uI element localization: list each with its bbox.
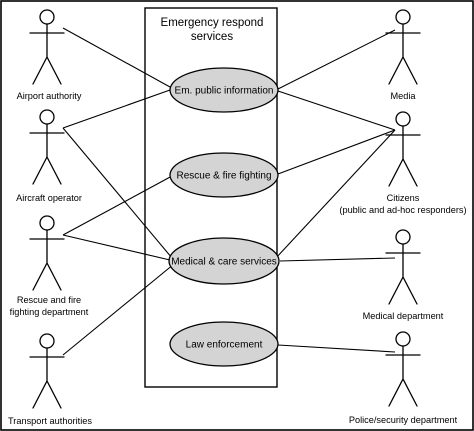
use-case-shape[interactable] xyxy=(168,237,280,285)
actor-body-icon xyxy=(29,123,65,185)
assoc-aircraft-publicinfo xyxy=(62,89,171,129)
actor-label-line1: Citizens xyxy=(387,193,420,203)
use-case-rescue-fire-fighting[interactable]: Rescue & fire fighting xyxy=(169,152,279,198)
actor-citizens[interactable]: Citizens (public and ad-hoc responders) xyxy=(339,111,467,215)
actor-body-icon xyxy=(29,229,65,291)
actor-body-icon xyxy=(385,243,421,305)
actor-aircraft-operator[interactable]: Aircraft operator xyxy=(16,109,82,203)
actor-label: Transport authorities xyxy=(8,416,92,426)
assoc-citizens-medical xyxy=(274,129,396,260)
actor-body-icon xyxy=(29,347,65,409)
actor-head-icon xyxy=(395,331,411,347)
actor-transport-authorities[interactable]: Transport authorities xyxy=(8,333,92,426)
use-case-label: Law enforcement xyxy=(186,340,263,351)
assoc-rescuedept-medical xyxy=(62,234,171,261)
use-case-law-enforcement[interactable]: Law enforcement xyxy=(169,321,279,367)
actor-rescue-fire-department[interactable]: Rescue and fire fighting department xyxy=(10,215,89,317)
actor-label-line2: fighting department xyxy=(10,307,89,317)
assoc-transport-medical xyxy=(62,263,175,356)
assoc-police-law xyxy=(277,344,396,353)
system-title-line1: Emergency respond xyxy=(161,17,264,29)
actor-body-icon xyxy=(385,125,421,187)
assoc-airport-publicinfo xyxy=(62,27,171,88)
actor-police-security-department[interactable]: Police/security department xyxy=(349,331,458,425)
use-case-shape[interactable] xyxy=(169,321,279,367)
actor-head-icon xyxy=(39,109,55,125)
actor-medical-department[interactable]: Medical department xyxy=(363,229,444,321)
actor-body-icon xyxy=(29,23,65,85)
use-case-label: Rescue & fire fighting xyxy=(176,171,271,182)
actor-media[interactable]: Media xyxy=(385,9,421,101)
actor-body-icon xyxy=(385,23,421,85)
use-case-label: Em. public information xyxy=(175,86,274,97)
actor-label: Aircraft operator xyxy=(16,193,82,203)
use-case-label: Medical & care services xyxy=(171,257,277,268)
actor-body-icon xyxy=(385,345,421,407)
actor-label: Airport authority xyxy=(17,91,82,101)
actor-head-icon xyxy=(395,111,411,127)
system-title-line2: services xyxy=(191,31,233,43)
assoc-citizens-publicinfo xyxy=(277,90,396,131)
use-case-shape[interactable] xyxy=(169,67,279,113)
actor-airport-authority[interactable]: Airport authority xyxy=(17,9,82,101)
actor-head-icon xyxy=(39,215,55,231)
assoc-media-publicinfo xyxy=(277,29,396,90)
actor-label: Media xyxy=(390,91,416,101)
assoc-medicaldept-medical xyxy=(279,257,396,262)
actor-head-icon xyxy=(395,229,411,245)
actor-head-icon xyxy=(39,333,55,349)
associations xyxy=(62,27,396,356)
use-case-shape[interactable] xyxy=(169,152,279,198)
actor-head-icon xyxy=(39,9,55,25)
actor-label-line1: Rescue and fire xyxy=(17,295,81,305)
actor-label-line2: (public and ad-hoc responders) xyxy=(339,205,466,215)
use-case-public-information[interactable]: Em. public information xyxy=(169,67,279,113)
assoc-citizens-rescue xyxy=(277,129,396,175)
actor-label: Police/security department xyxy=(349,415,458,425)
actor-head-icon xyxy=(395,9,411,25)
actor-label: Medical department xyxy=(363,311,444,321)
use-case-medical-care[interactable]: Medical & care services xyxy=(168,237,280,285)
system-boundary xyxy=(144,7,278,388)
assoc-rescuedept-rescue xyxy=(62,175,173,236)
assoc-aircraft-medical xyxy=(62,127,173,259)
